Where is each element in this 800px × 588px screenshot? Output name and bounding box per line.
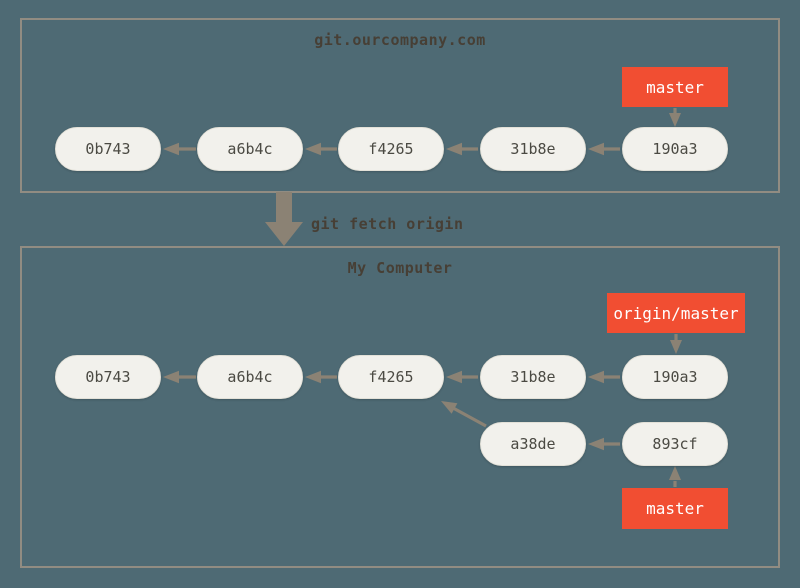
local-commit-893cf: 893cf [622, 422, 728, 466]
remote-master-branch-badge: master [622, 67, 728, 107]
local-commit-f4265: f4265 [338, 355, 444, 399]
local-master-branch-badge: master [622, 488, 728, 529]
local-repo-box: My Computer [20, 246, 780, 568]
remote-repo-title: git.ourcompany.com [314, 31, 486, 49]
fetch-big-arrow [265, 192, 303, 246]
local-commit-31b8e: 31b8e [480, 355, 586, 399]
remote-commit-190a3: 190a3 [622, 127, 728, 171]
remote-commit-f4265: f4265 [338, 127, 444, 171]
local-commit-0b743: 0b743 [55, 355, 161, 399]
remote-repo-box: git.ourcompany.com [20, 18, 780, 193]
fetch-command-label: git fetch origin [311, 215, 464, 233]
local-commit-a6b4c: a6b4c [197, 355, 303, 399]
local-commit-190a3: 190a3 [622, 355, 728, 399]
origin-master-branch-badge: origin/master [607, 293, 745, 333]
remote-commit-a6b4c: a6b4c [197, 127, 303, 171]
local-commit-a38de: a38de [480, 422, 586, 466]
remote-commit-31b8e: 31b8e [480, 127, 586, 171]
remote-commit-0b743: 0b743 [55, 127, 161, 171]
local-repo-title: My Computer [347, 259, 453, 277]
